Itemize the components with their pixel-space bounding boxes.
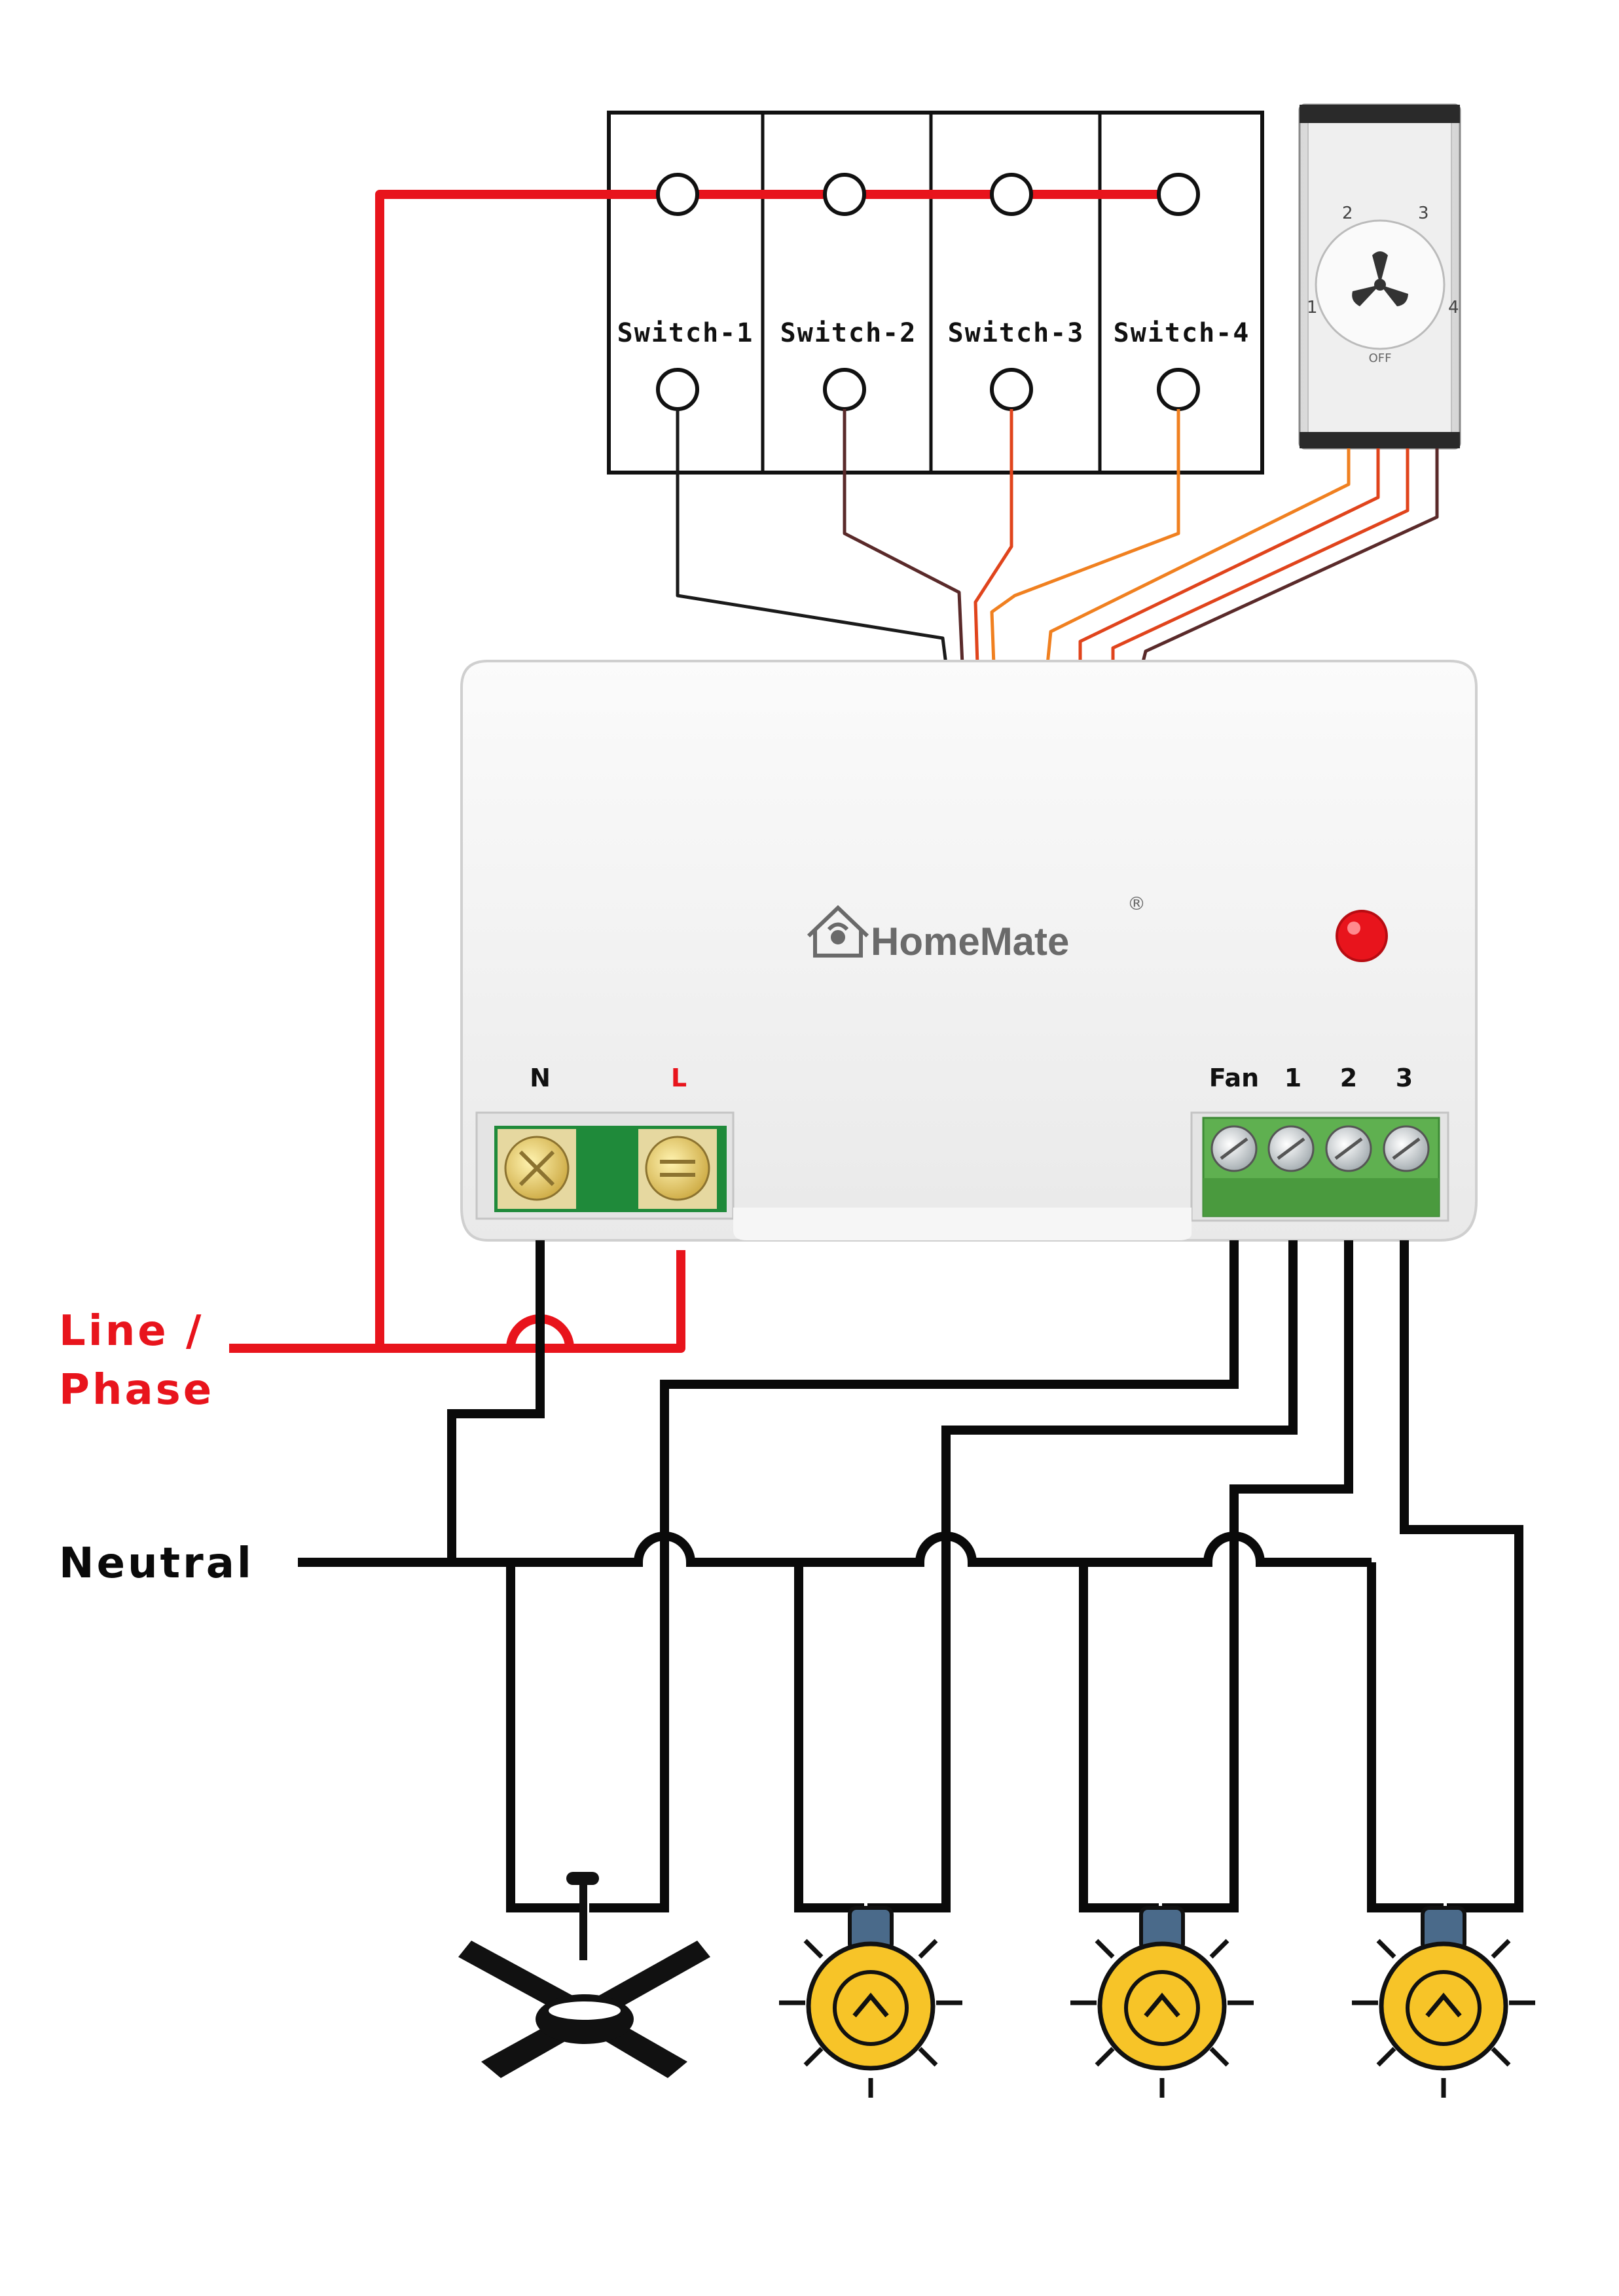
switch-3-top-terminal	[990, 173, 1033, 216]
bulb-3-icon	[1352, 1906, 1535, 2098]
switch-4-label: Switch-4	[1114, 318, 1250, 348]
switch-1-bottom-terminal	[656, 368, 699, 411]
line-label-2: Phase	[59, 1366, 214, 1414]
bulb-3-live-wire	[1400, 1240, 1523, 1912]
bulb-2-icon	[1070, 1906, 1254, 2098]
bulb-1-live-wire	[867, 1240, 1298, 1912]
bulb-3-neutral-wire	[1367, 1562, 1444, 1912]
regulator-position-3: 3	[1418, 204, 1429, 223]
bulb-2-neutral-wire	[1079, 1562, 1159, 1912]
homemate-logo-icon	[807, 905, 869, 958]
switch-2-top-terminal	[823, 173, 866, 216]
bulb-2-live-wire	[1162, 1240, 1353, 1912]
right-terminal-block	[1190, 1111, 1449, 1222]
line-label-1: Line /	[59, 1307, 204, 1355]
regulator-wire-4	[1140, 448, 1439, 665]
switch-1-top-terminal	[656, 173, 699, 216]
registered-mark: ®	[1127, 893, 1146, 914]
fan-live-wire	[589, 1240, 1239, 1912]
switch-3-label: Switch-3	[948, 318, 1085, 348]
ceiling-fan-icon	[458, 1872, 710, 2078]
switch-2-wire	[843, 409, 964, 665]
regulator-wire-3	[1111, 448, 1410, 664]
switch-3-bottom-terminal	[990, 368, 1033, 411]
homemate-module: HomeMate ® N L Fan 1 2 3	[460, 660, 1478, 1242]
fan-icon	[1352, 251, 1408, 306]
line-terminal-screw	[645, 1136, 710, 1201]
regulator-off-label: OFF	[1369, 351, 1392, 365]
switch-2-bottom-terminal	[823, 368, 866, 411]
line-phase-entry	[229, 1314, 681, 1353]
neutral-bus	[298, 1532, 1372, 1567]
regulator-wire-2	[1078, 448, 1380, 664]
status-led	[1336, 910, 1388, 962]
out2-terminal-label: 2	[1340, 1064, 1357, 1092]
switch-board	[607, 111, 1264, 475]
fan-regulator: 2 3 1 4 OFF	[1298, 103, 1461, 450]
bulb-1-icon	[779, 1906, 962, 2098]
line-terminal-label: L	[671, 1064, 687, 1092]
neutral-label: Neutral	[59, 1539, 254, 1588]
module-neutral-wire	[447, 1240, 545, 1562]
switch-4-wire	[990, 409, 1180, 665]
fan-neutral-wire	[506, 1562, 586, 1912]
regulator-position-1: 1	[1307, 298, 1318, 317]
switch-3-wire	[973, 409, 1013, 665]
regulator-position-2: 2	[1342, 204, 1353, 223]
switch-wires	[676, 409, 1439, 665]
switch-1-wire	[676, 409, 948, 665]
fan-terminal-label: Fan	[1209, 1064, 1259, 1092]
bulb-1-neutral-wire	[794, 1562, 864, 1912]
switch-4-top-terminal	[1157, 173, 1200, 216]
switch-1-label: Switch-1	[617, 318, 754, 348]
out1-terminal-label: 1	[1284, 1064, 1301, 1092]
left-terminal-block	[475, 1111, 735, 1220]
switch-2-label: Switch-2	[780, 318, 917, 348]
neutral-and-load-wires	[298, 1240, 1523, 1912]
out3-terminal-label: 3	[1396, 1064, 1413, 1092]
neutral-terminal-label: N	[530, 1064, 551, 1092]
regulator-wire-1	[1046, 448, 1351, 665]
brand-name: HomeMate	[871, 920, 1069, 963]
regulator-position-4: 4	[1448, 298, 1459, 317]
switch-4-bottom-terminal	[1157, 368, 1200, 411]
